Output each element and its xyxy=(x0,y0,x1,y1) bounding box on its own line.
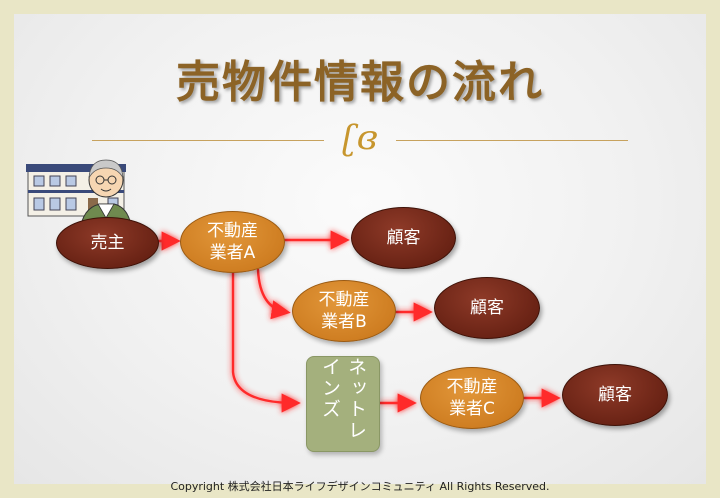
node-reins-label: ネットレインズ xyxy=(319,357,367,441)
node-agent-a-label: 不動産 業者A xyxy=(207,221,258,263)
flourish-ornament: ʗɞ xyxy=(342,118,378,158)
divider-left xyxy=(92,140,324,141)
node-customer-c: 顧客 xyxy=(562,364,668,426)
node-customer-a: 顧客 xyxy=(351,207,456,269)
node-agent-a: 不動産 業者A xyxy=(180,211,285,273)
node-agent-c-label: 不動産 業者C xyxy=(446,377,498,419)
arrow-agent-a-to-reins xyxy=(231,268,301,413)
node-reins: ネットレインズ xyxy=(306,356,380,452)
node-customer-b: 顧客 xyxy=(434,277,540,339)
node-agent-b: 不動産 業者B xyxy=(292,280,396,342)
node-agent-c: 不動産 業者C xyxy=(420,367,524,429)
node-seller: 売主 xyxy=(56,217,159,269)
node-seller-label: 売主 xyxy=(90,233,125,253)
node-agent-b-label: 不動産 業者B xyxy=(318,290,370,332)
page-title: 売物件情報の流れ xyxy=(176,57,544,108)
node-customer-a-label: 顧客 xyxy=(386,228,421,248)
arrow-agent-a-to-agent-b xyxy=(256,268,291,320)
node-customer-c-label: 顧客 xyxy=(598,385,632,405)
node-customer-b-label: 顧客 xyxy=(470,298,504,318)
divider-right xyxy=(396,140,628,141)
copyright-footer: Copyright 株式会社日本ライフデザインコミュニティ All Rights… xyxy=(170,480,550,493)
